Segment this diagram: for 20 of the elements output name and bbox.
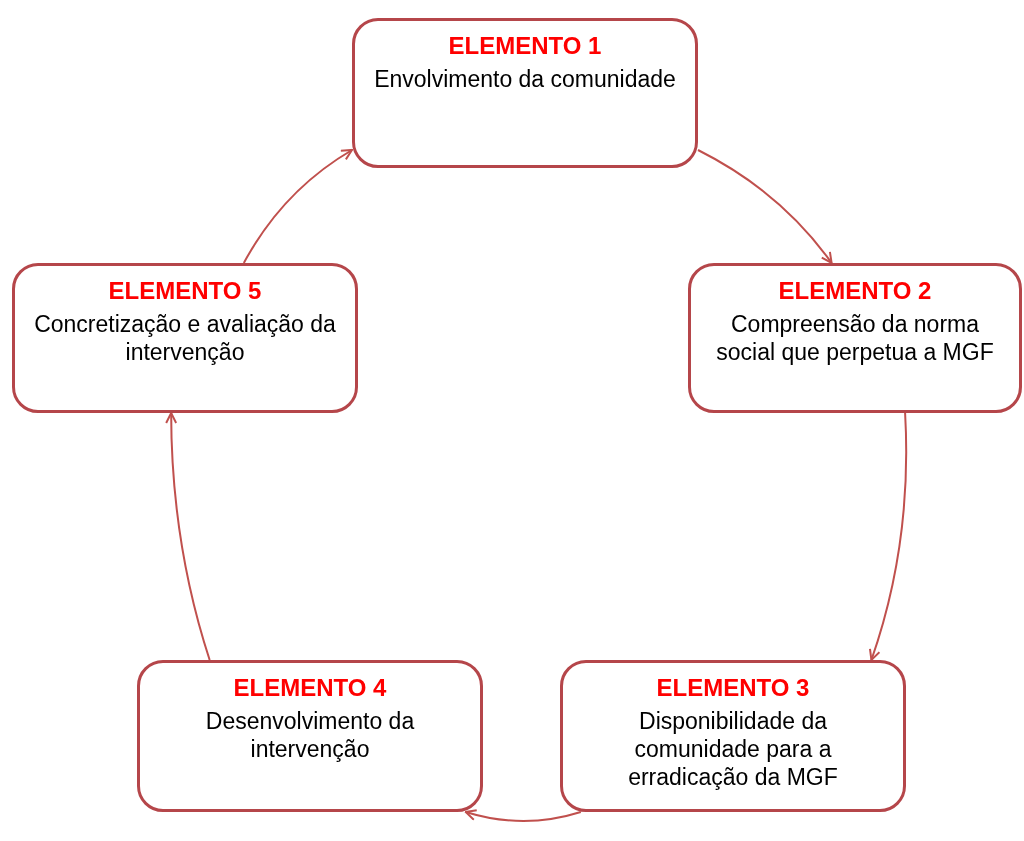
- element-box: [688, 263, 1022, 413]
- curved-arrow: [242, 149, 353, 264]
- element-box: [560, 660, 906, 812]
- element-heading: ELEMENTO 1: [448, 31, 602, 61]
- element-box: [352, 18, 698, 168]
- element-heading: ELEMENTO 2: [778, 276, 932, 306]
- element-heading: ELEMENTO 5: [108, 276, 262, 306]
- element-description: Concretização e avaliação da intervenção: [33, 310, 337, 366]
- element-heading: ELEMENTO 4: [233, 673, 387, 703]
- element-description: Desenvolvimento da intervenção: [204, 707, 416, 763]
- curved-arrow: [697, 149, 833, 264]
- curved-arrow: [165, 412, 211, 661]
- curved-arrow: [464, 808, 582, 822]
- curved-arrow: [868, 412, 908, 661]
- element-description: Compreensão da norma social que perpetua a MGF: [715, 310, 995, 366]
- element-heading: ELEMENTO 3: [656, 673, 810, 703]
- element-description: Envolvimento da comunidade: [374, 65, 676, 93]
- element-box: [12, 263, 358, 413]
- element-description: Disponibilidade da comunidade para a erradicação da MGF: [627, 707, 839, 791]
- element-box: [137, 660, 483, 812]
